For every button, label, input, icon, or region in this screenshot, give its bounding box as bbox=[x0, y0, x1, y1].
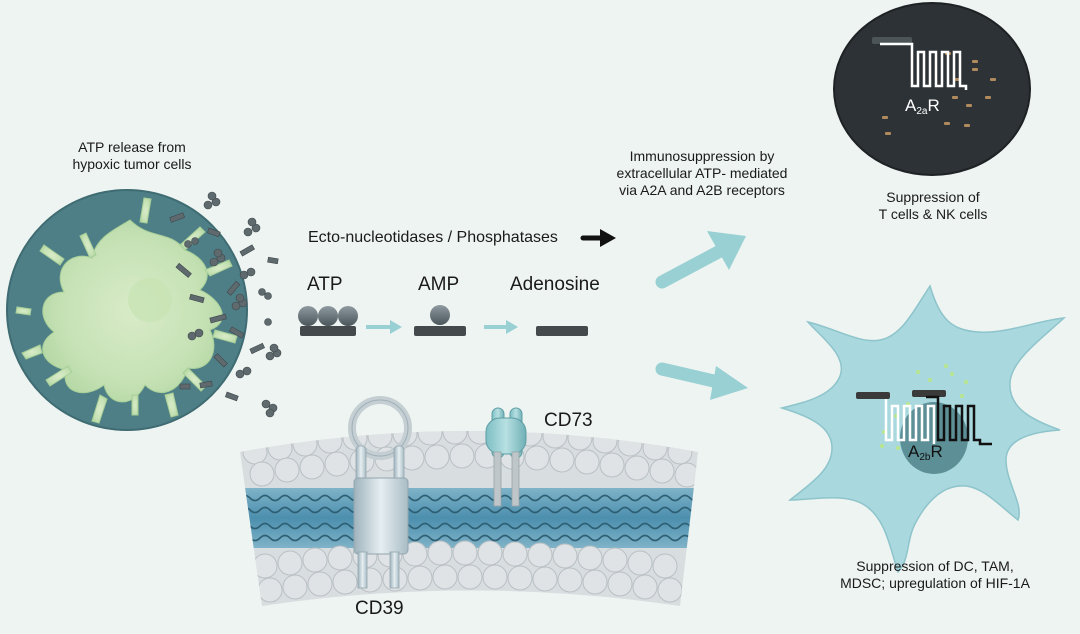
immunosuppression-label: Immunosuppression by extracellular ATP- … bbox=[617, 148, 788, 199]
a2b-receptor-white-icon bbox=[884, 399, 936, 444]
immunosuppression-line-3: via A2A and A2B receptors bbox=[619, 182, 785, 198]
atp-molecule bbox=[298, 306, 358, 336]
dc-suppression-label: Suppression of DC, TAM, MDSC; upregulati… bbox=[840, 558, 1030, 592]
cd73-label: CD73 bbox=[544, 410, 593, 431]
a2b-receptor-black-icon bbox=[926, 395, 992, 446]
amp-label: AMP bbox=[418, 274, 460, 295]
a2a-r: R bbox=[927, 96, 940, 115]
cd73-protein bbox=[485, 407, 527, 507]
cd39-label: CD39 bbox=[355, 598, 404, 619]
atp-to-amp-arrow bbox=[366, 320, 402, 334]
a2b-subscript: 2b bbox=[919, 452, 931, 463]
arrow-to-t-cell bbox=[655, 231, 746, 289]
ecto-nucleotidases-label: Ecto-nucleotidases / Phosphatases bbox=[308, 229, 558, 246]
a2b-receptor-label: A2bR bbox=[908, 442, 943, 463]
released-atp-particles bbox=[169, 191, 282, 418]
a2a-receptor-label: A2aR bbox=[905, 96, 940, 117]
amp-molecule bbox=[414, 305, 466, 336]
atp-release-label: ATP release from hypoxic tumor cells bbox=[72, 139, 191, 173]
a2b-letter: A bbox=[908, 442, 920, 461]
a2a-letter: A bbox=[905, 96, 917, 115]
t-cell bbox=[833, 2, 1031, 176]
a2b-r: R bbox=[930, 442, 943, 461]
ecto-arrow bbox=[580, 229, 616, 247]
atp-release-line-2: hypoxic tumor cells bbox=[72, 156, 192, 172]
t-cell-suppression-line-2: T cells & NK cells bbox=[878, 206, 988, 222]
adenosine-label: Adenosine bbox=[510, 274, 600, 295]
a2a-receptor-icon bbox=[880, 42, 968, 90]
dc-suppression-line-1: Suppression of DC, TAM, bbox=[856, 558, 1014, 574]
cell-membrane bbox=[240, 431, 698, 606]
amp-to-adenosine-arrow bbox=[484, 320, 518, 334]
adenosine-molecule bbox=[536, 326, 588, 336]
t-cell-suppression-line-1: Suppression of bbox=[886, 189, 980, 205]
tumor-cell bbox=[6, 189, 248, 431]
dendritic-cell bbox=[779, 284, 1067, 574]
arrow-to-dendritic-cell bbox=[655, 362, 748, 400]
cd39-protein bbox=[348, 396, 412, 589]
immunosuppression-line-2: extracellular ATP- mediated bbox=[616, 165, 788, 181]
atp-release-line-1: ATP release from bbox=[78, 139, 186, 155]
t-cell-suppression-label: Suppression of T cells & NK cells bbox=[879, 189, 988, 223]
a2a-subscript: 2a bbox=[916, 106, 928, 117]
immunosuppression-line-1: Immunosuppression by bbox=[629, 148, 775, 164]
atp-label: ATP bbox=[307, 274, 343, 295]
dc-suppression-line-2: MDSC; upregulation of HIF-1A bbox=[840, 575, 1030, 591]
